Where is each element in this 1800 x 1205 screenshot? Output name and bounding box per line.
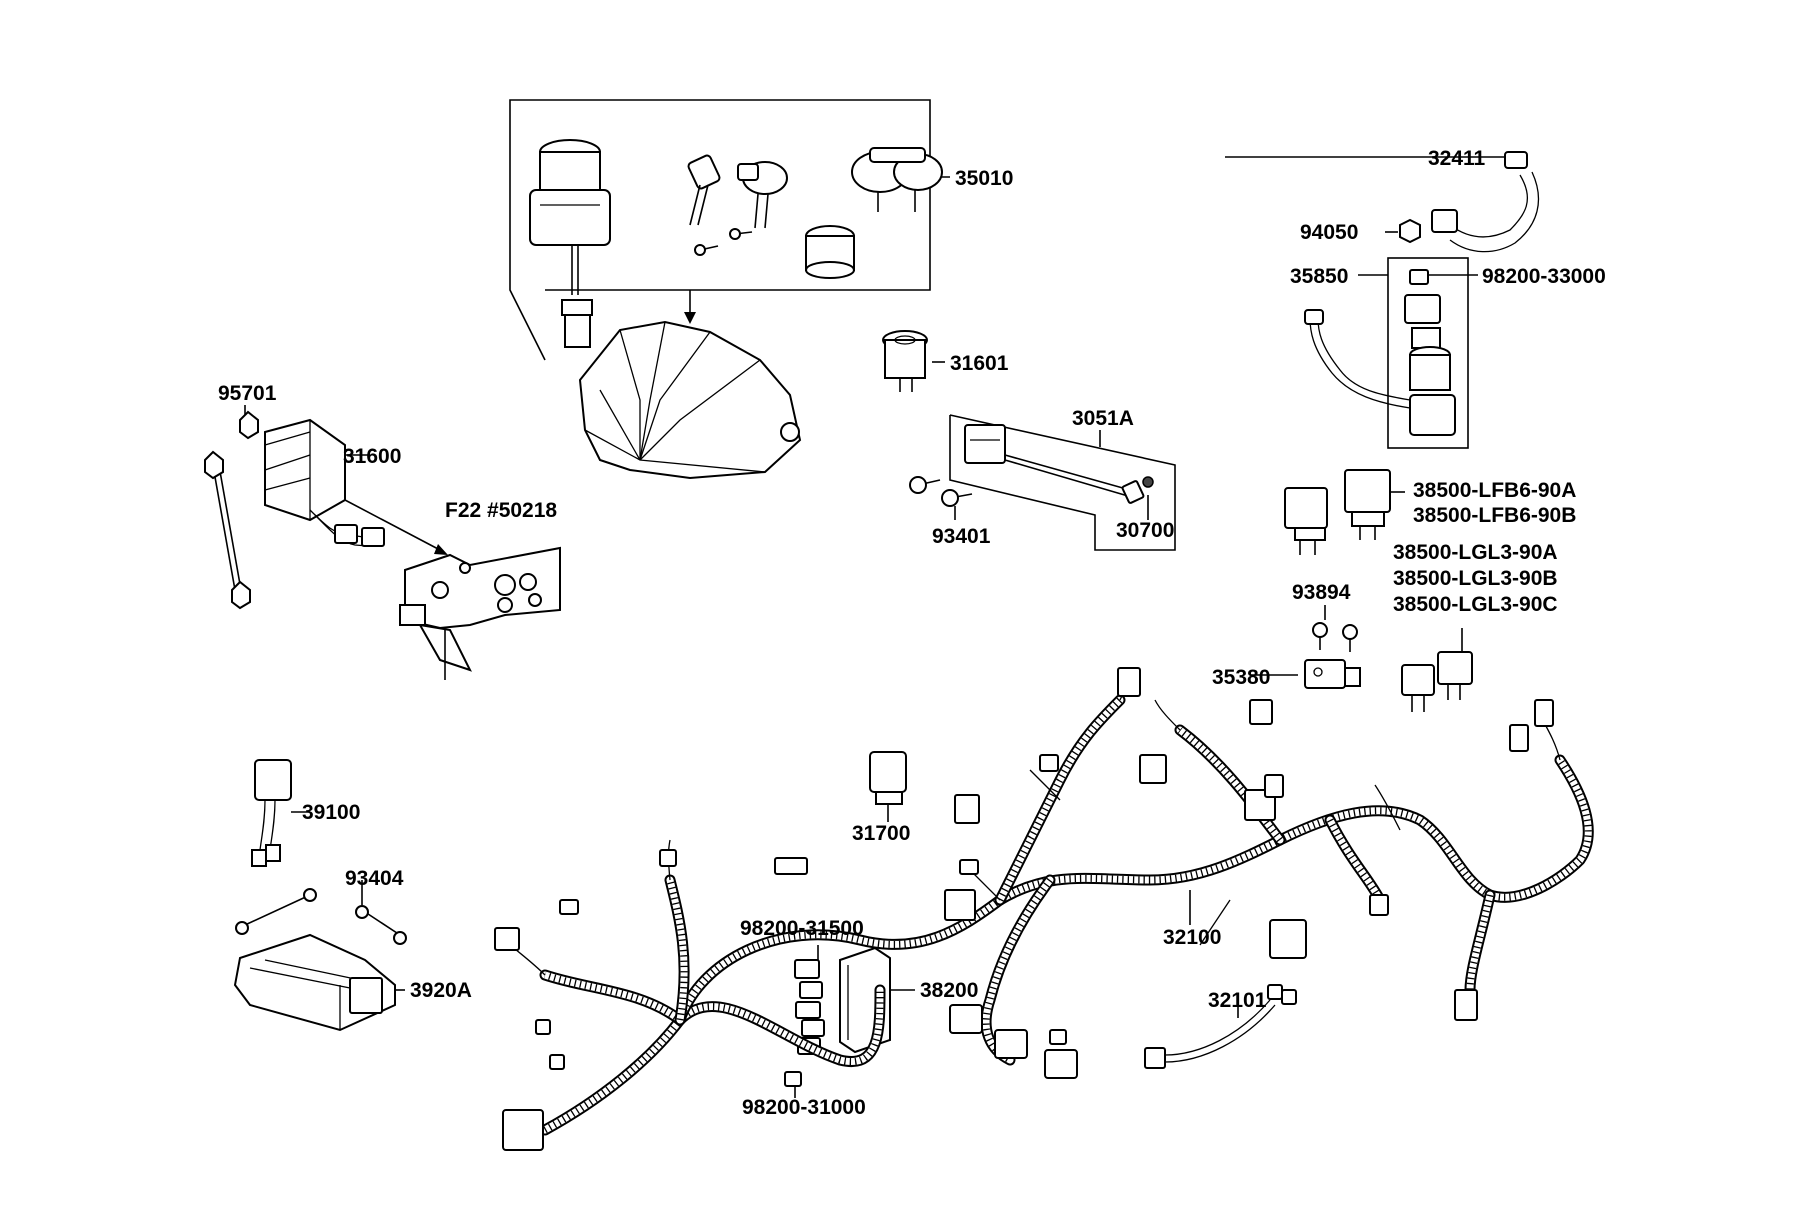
label-3051A: 3051A — [1072, 407, 1134, 430]
label-38500-LGL3-90A: 38500-LGL3-90A — [1393, 541, 1558, 564]
sub-harness-32101 — [1144, 984, 1297, 1069]
wire-harness-32100 — [494, 667, 1594, 1151]
label-39100: 39100 — [302, 801, 361, 824]
label-32411: 32411 — [1428, 147, 1486, 170]
label-95701: 95701 — [218, 382, 277, 405]
socket-31601 — [882, 330, 945, 392]
flasher-39100 — [251, 759, 310, 867]
label-38500-LFB6-90A: 38500-LFB6-90A — [1413, 479, 1577, 502]
label-38200: 38200 — [920, 979, 979, 1002]
relays-38500 — [1284, 469, 1473, 712]
label-31600: 31600 — [343, 445, 402, 468]
fusebox-38200 — [784, 945, 915, 1098]
handlebar-cover — [578, 320, 802, 480]
label-93401: 93401 — [932, 525, 991, 548]
label-38500-LGL3-90B: 38500-LGL3-90B — [1393, 567, 1558, 590]
label-F22-50218: F22 #50218 — [445, 499, 558, 522]
label-93894: 93894 — [1292, 581, 1351, 604]
label-32100: 32100 — [1163, 926, 1222, 949]
label-31601: 31601 — [950, 352, 1009, 375]
bracket-F22 — [399, 546, 561, 680]
ecu-3920A — [233, 880, 407, 1032]
sensor-3051A — [909, 414, 1176, 551]
label-93404: 93404 — [345, 867, 404, 890]
regulator-31600 — [204, 405, 448, 610]
label-31700: 31700 — [852, 822, 911, 845]
label-35850: 35850 — [1290, 265, 1349, 288]
ignition-switch-kit — [509, 99, 950, 361]
label-94050: 94050 — [1300, 221, 1359, 244]
label-38500-LFB6-90B: 38500-LFB6-90B — [1413, 504, 1577, 527]
label-35010: 35010 — [955, 167, 1014, 190]
label-30700: 30700 — [1116, 519, 1175, 542]
label-98200-31500: 98200-31500 — [740, 917, 864, 940]
label-32101: 32101 — [1208, 989, 1267, 1012]
relay-31700 — [869, 751, 907, 822]
label-38500-LGL3-90C: 38500-LGL3-90C — [1393, 593, 1558, 616]
label-3920A: 3920A — [410, 979, 472, 1002]
label-98200-33000: 98200-33000 — [1482, 265, 1606, 288]
label-98200-31000: 98200-31000 — [742, 1096, 866, 1119]
starter-relay-group — [1225, 151, 1540, 449]
label-35380: 35380 — [1212, 666, 1271, 689]
sensor-35380 — [1250, 605, 1361, 689]
